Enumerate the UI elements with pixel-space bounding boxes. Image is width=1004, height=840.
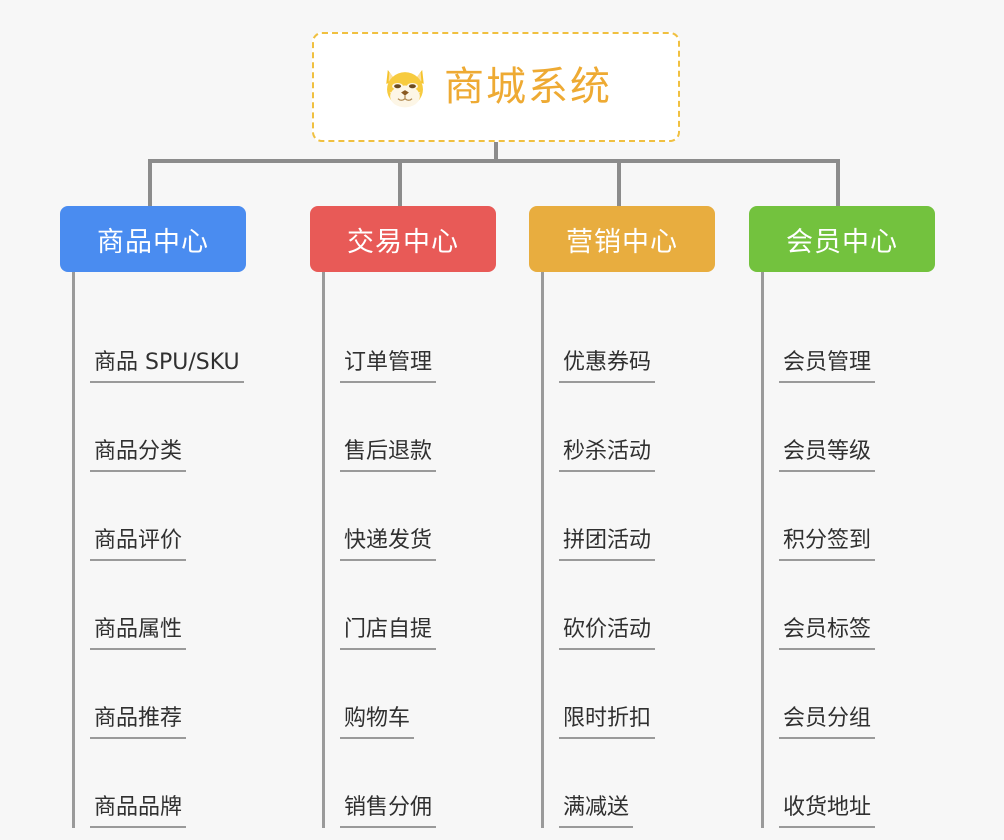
leaf-item[interactable]: 拼团活动 [529,472,715,561]
leaf-item[interactable]: 商品评价 [60,472,246,561]
branch-spine-3 [761,272,764,828]
leaf-item-label: 快递发货 [340,528,437,561]
leaf-item[interactable]: 快递发货 [310,472,496,561]
shiba-inu-dog-face-icon [386,69,424,108]
branch-column-2: 营销中心 优惠券码秒杀活动拼团活动砍价活动限时折扣满减送 [529,206,715,828]
leaf-item[interactable]: 秒杀活动 [529,383,715,472]
leaf-item-label: 会员等级 [779,439,876,472]
leaf-item[interactable]: 商品分类 [60,383,246,472]
leaf-item[interactable]: 会员管理 [749,294,935,383]
leaf-item[interactable]: 商品属性 [60,561,246,650]
branch-column-3: 会员中心 会员管理会员等级积分签到会员标签会员分组收货地址 [749,206,935,828]
leaf-item[interactable]: 会员标签 [749,561,935,650]
leaf-item[interactable]: 订单管理 [310,294,496,383]
connector-bus [150,159,840,163]
leaf-item-label: 商品 SPU/SKU [90,350,244,383]
leaf-item-label: 优惠券码 [559,350,656,383]
leaf-item[interactable]: 砍价活动 [529,561,715,650]
leaf-item-label: 订单管理 [340,350,437,383]
branch-header-2[interactable]: 营销中心 [529,206,715,272]
leaf-item-label: 秒杀活动 [559,439,656,472]
leaf-item-label: 门店自提 [340,617,437,650]
leaf-item-label: 砍价活动 [559,617,656,650]
connector-drop-1 [398,159,402,206]
branch-items-0: 商品 SPU/SKU 商品分类商品评价商品属性商品推荐商品品牌 [60,272,246,828]
branch-column-1: 交易中心 订单管理售后退款快递发货门店自提购物车销售分佣 [310,206,496,828]
leaf-item-label: 积分签到 [779,528,876,561]
leaf-item-label: 满减送 [559,795,634,828]
leaf-item-label: 销售分佣 [340,795,437,828]
branch-header-0[interactable]: 商品中心 [60,206,246,272]
connector-drop-0 [148,159,152,206]
leaf-item-label: 收货地址 [779,795,876,828]
branch-spine-2 [541,272,544,828]
leaf-item[interactable]: 销售分佣 [310,739,496,828]
leaf-item[interactable]: 门店自提 [310,561,496,650]
root-node-title: 商城系统 [444,64,612,110]
leaf-item-label: 会员管理 [779,350,876,383]
connector-stem [494,142,498,163]
leaf-item-label: 购物车 [340,706,415,739]
leaf-item[interactable]: 会员等级 [749,383,935,472]
leaf-item[interactable]: 积分签到 [749,472,935,561]
leaf-item-label: 限时折扣 [559,706,656,739]
branch-header-3[interactable]: 会员中心 [749,206,935,272]
connector-drop-2 [617,159,621,206]
leaf-item[interactable]: 优惠券码 [529,294,715,383]
root-node-shop-system[interactable]: 商城系统 [312,32,680,142]
branch-spine-1 [322,272,325,828]
leaf-item[interactable]: 会员分组 [749,650,935,739]
leaf-item-label: 商品评价 [90,528,187,561]
branch-column-0: 商品中心 商品 SPU/SKU 商品分类商品评价商品属性商品推荐商品品牌 [60,206,246,828]
leaf-item-label: 会员标签 [779,617,876,650]
leaf-item-label: 商品品牌 [90,795,187,828]
leaf-item-label: 商品分类 [90,439,187,472]
leaf-item-label: 售后退款 [340,439,437,472]
leaf-item[interactable]: 商品 SPU/SKU [60,294,246,383]
branch-items-3: 会员管理会员等级积分签到会员标签会员分组收货地址 [749,272,935,828]
branch-items-1: 订单管理售后退款快递发货门店自提购物车销售分佣 [310,272,496,828]
leaf-item[interactable]: 收货地址 [749,739,935,828]
leaf-item[interactable]: 购物车 [310,650,496,739]
leaf-item[interactable]: 满减送 [529,739,715,828]
branch-items-2: 优惠券码秒杀活动拼团活动砍价活动限时折扣满减送 [529,272,715,828]
connector-drop-3 [836,159,840,206]
leaf-item-label: 会员分组 [779,706,876,739]
leaf-item[interactable]: 商品推荐 [60,650,246,739]
leaf-item-label: 商品推荐 [90,706,187,739]
leaf-item-label: 拼团活动 [559,528,656,561]
leaf-item[interactable]: 售后退款 [310,383,496,472]
leaf-item[interactable]: 限时折扣 [529,650,715,739]
branch-spine-0 [72,272,75,828]
leaf-item[interactable]: 商品品牌 [60,739,246,828]
branch-header-1[interactable]: 交易中心 [310,206,496,272]
leaf-item-label: 商品属性 [90,617,187,650]
